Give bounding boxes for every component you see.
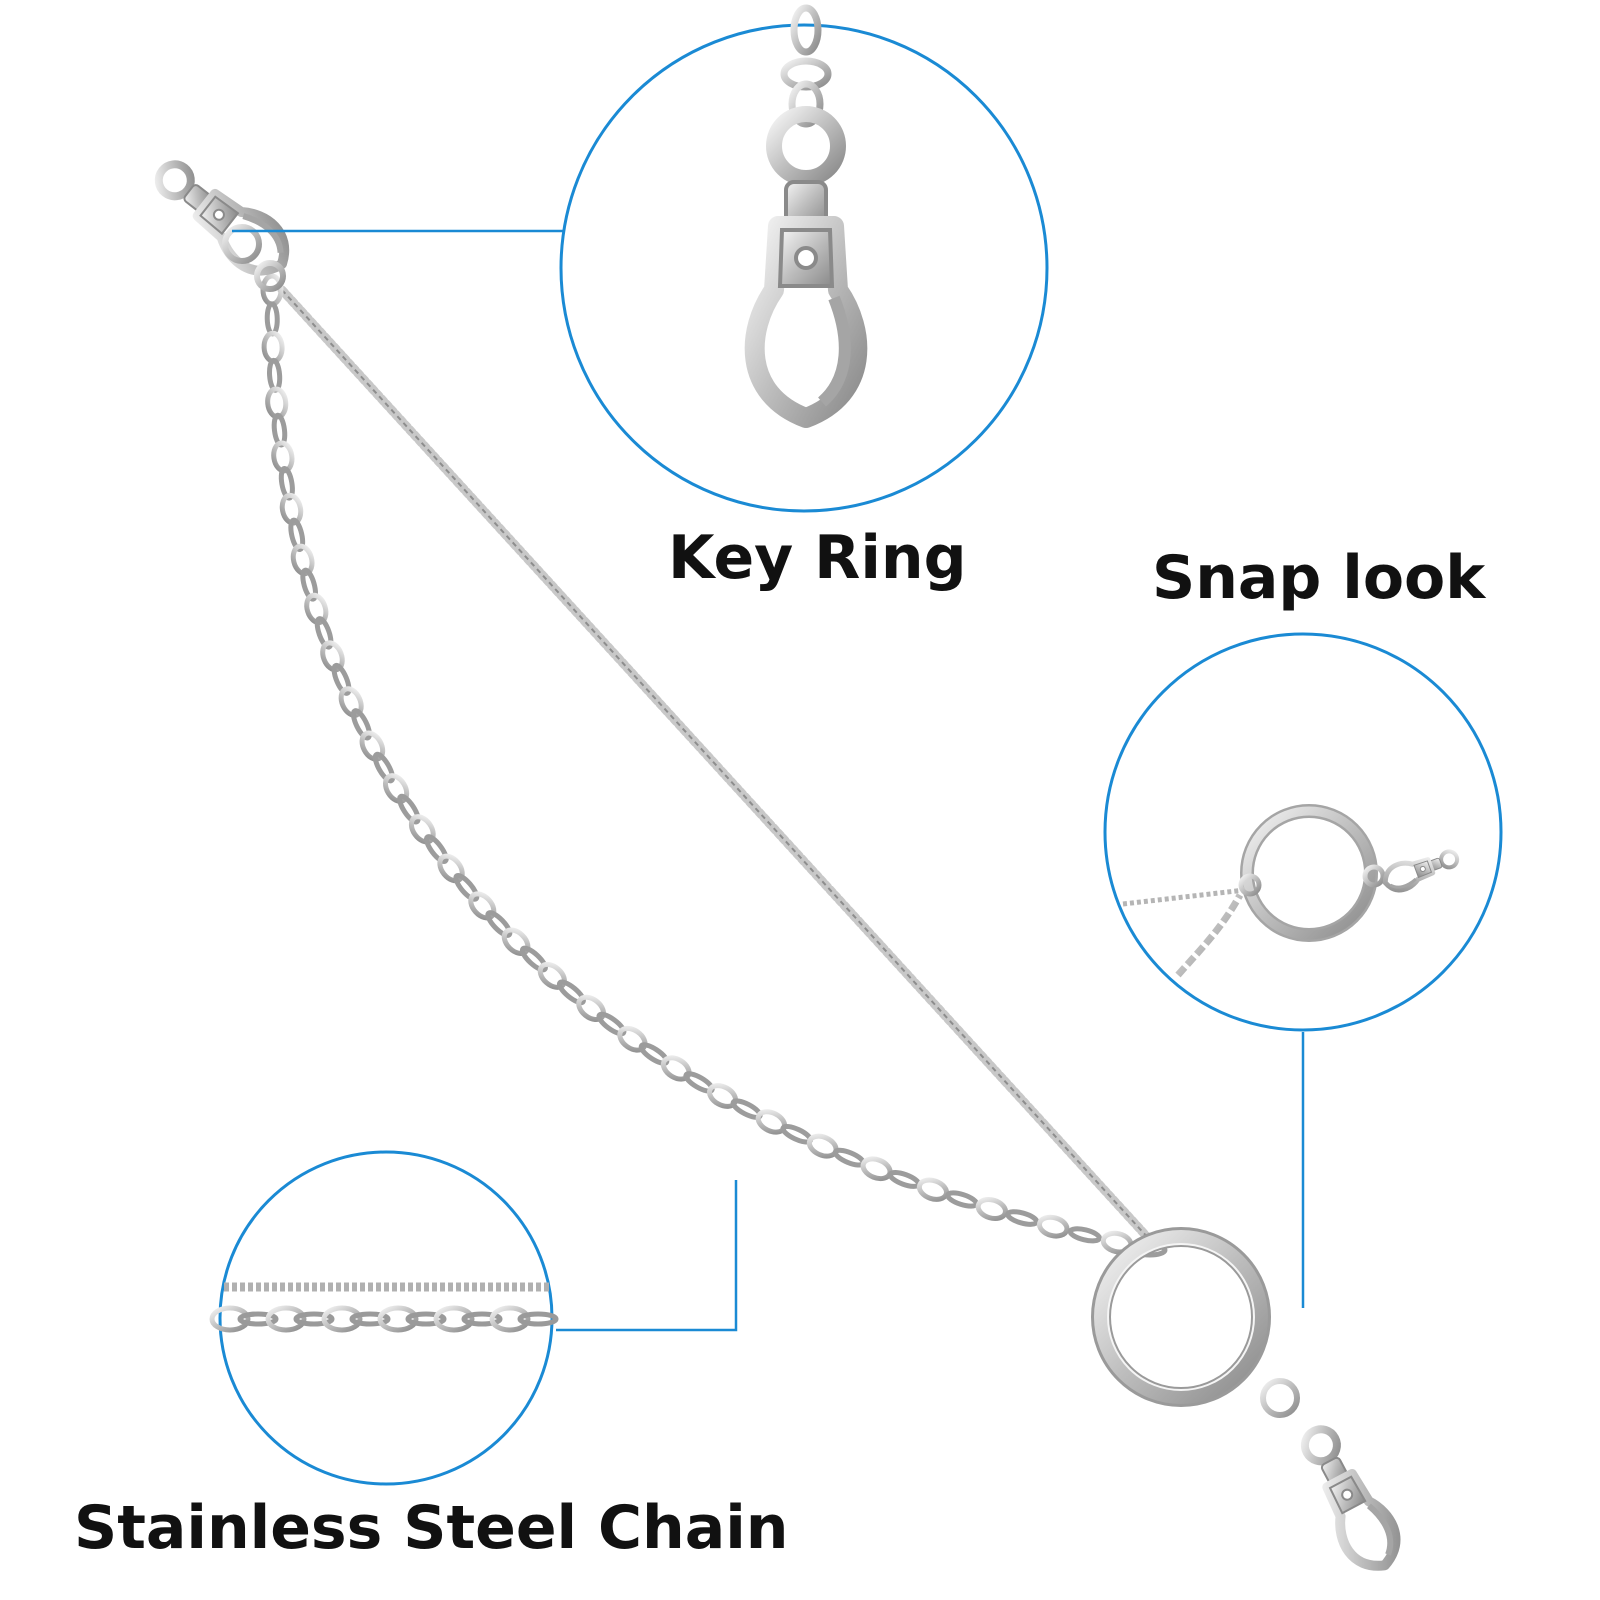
clasp-detail-callout xyxy=(232,4,1049,513)
chain-link xyxy=(437,853,465,884)
main-key-ring-icon xyxy=(1091,1227,1271,1407)
chain-link xyxy=(489,1305,531,1333)
chain-link xyxy=(397,793,421,825)
stainless-steel-chain-label: Stainless Steel Chain xyxy=(74,1493,789,1563)
chain-link xyxy=(1036,1214,1070,1239)
clasp-closeup-icon xyxy=(755,4,858,418)
key-ring-label: Key Ring xyxy=(668,523,967,593)
chain-link xyxy=(261,330,285,364)
chain-link xyxy=(405,1311,447,1327)
chain-link xyxy=(321,1305,363,1333)
chain-link xyxy=(537,961,567,990)
chain-link xyxy=(338,686,364,718)
chain-link xyxy=(320,640,345,673)
link-chain xyxy=(260,273,1168,1258)
chain-link xyxy=(501,927,531,956)
chain-link xyxy=(461,1311,503,1327)
chain-link xyxy=(485,910,513,938)
chain-link xyxy=(331,662,352,696)
fine-curb-chain xyxy=(277,285,1155,1245)
bottom-swivel-clasp-icon xyxy=(1260,1378,1407,1577)
chain-link xyxy=(519,945,548,973)
chain-link xyxy=(377,1305,419,1333)
chain-link xyxy=(596,1011,627,1037)
top-swivel-clasp-icon xyxy=(146,150,297,292)
chain-link xyxy=(264,301,280,337)
chain-link xyxy=(1067,1226,1102,1244)
snap-closeup-icon xyxy=(1122,804,1461,978)
chain-link xyxy=(887,1169,922,1189)
chain-detail-callout xyxy=(209,1150,738,1486)
chain-link xyxy=(945,1190,979,1209)
chain-link xyxy=(349,1311,391,1327)
chain-link xyxy=(382,773,410,804)
chain-link xyxy=(916,1177,949,1202)
chain-link xyxy=(408,814,436,845)
chain-link xyxy=(265,1305,307,1333)
chain-link xyxy=(638,1042,670,1066)
chain-link xyxy=(372,751,396,784)
chain-link xyxy=(266,357,283,393)
chain-link xyxy=(278,465,295,501)
chain-link xyxy=(300,567,319,602)
chain-link xyxy=(237,1311,279,1327)
chain-link xyxy=(359,730,386,762)
chain-link xyxy=(453,872,480,902)
chain-link xyxy=(556,979,586,1006)
chain-link xyxy=(975,1196,1008,1222)
chain-link xyxy=(468,891,497,921)
chain-link xyxy=(860,1156,893,1182)
chain-link xyxy=(1005,1209,1040,1227)
chain-link xyxy=(304,592,329,626)
chain-closeup-icon xyxy=(209,1282,559,1333)
chain-link xyxy=(350,708,372,741)
chain-link xyxy=(314,616,334,650)
snap-look-label: Snap look xyxy=(1152,543,1486,613)
chain-link xyxy=(517,1311,559,1327)
snap-detail-callout xyxy=(1103,632,1503,1308)
chain-link xyxy=(288,517,306,552)
chain-link xyxy=(290,543,315,577)
chain-link xyxy=(424,834,449,864)
chain-link xyxy=(293,1311,335,1327)
chain-link xyxy=(433,1305,475,1333)
chain-link xyxy=(576,994,606,1023)
chain-link xyxy=(832,1147,866,1168)
chain-link xyxy=(209,1305,251,1333)
